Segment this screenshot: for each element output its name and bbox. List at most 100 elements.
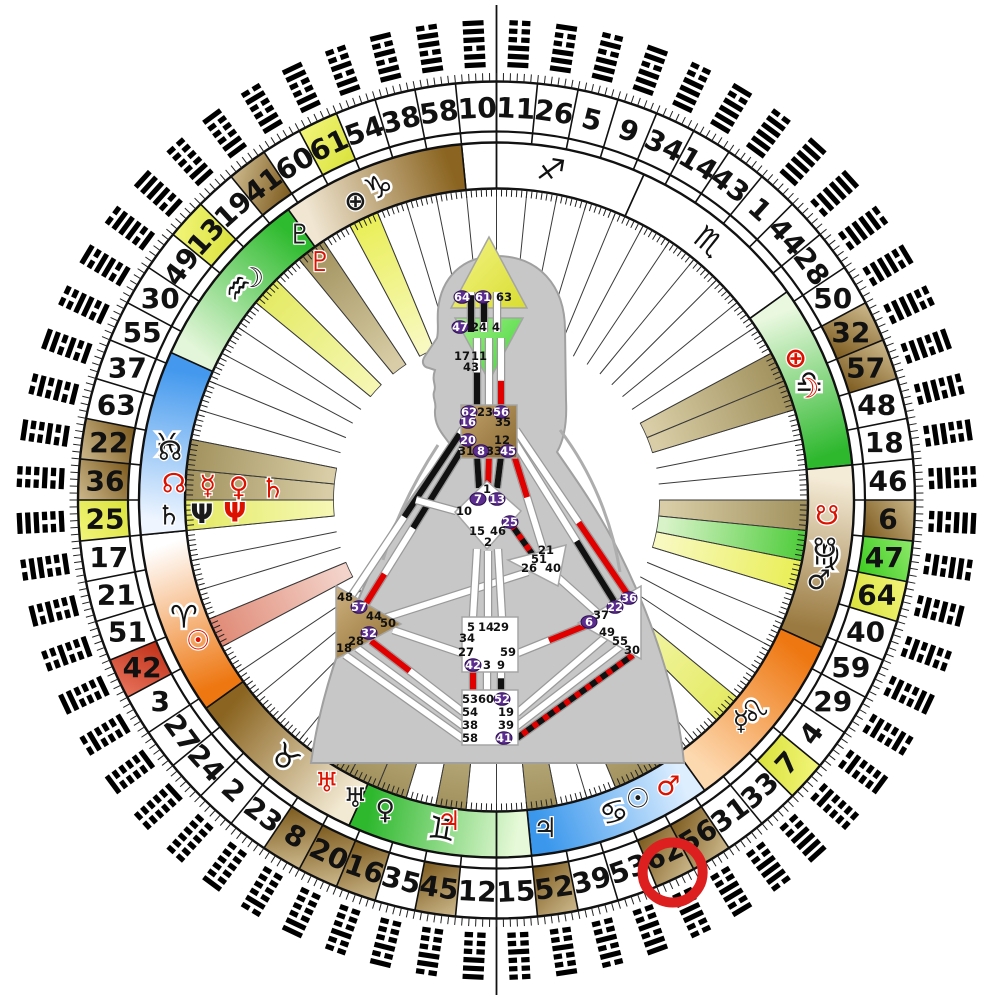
personality-jupiter-icon: ♃ (533, 813, 557, 844)
personality-venus-icon: ♀ (375, 795, 395, 826)
gate-badge-16 (459, 415, 477, 429)
gate-cell-8 (263, 806, 323, 870)
personality-moon-icon: ☽ (240, 263, 264, 294)
wedge-gate-42 (208, 561, 354, 648)
gate-number-5: 5 (578, 101, 605, 138)
personality-mercury-icon: ☿ (733, 706, 750, 737)
hexagram-gate-43 (745, 108, 791, 159)
gate-cell-20 (299, 824, 356, 887)
bodygraph-gate-48: 48 (337, 590, 353, 604)
gate-badge-56 (492, 405, 510, 419)
gate-number-46: 46 (869, 464, 908, 497)
hexagram-gate-16 (324, 903, 361, 956)
bodygraph-gate-41: 41 (496, 731, 512, 745)
gate-cell-64 (849, 571, 907, 622)
gate-badge-22 (606, 600, 624, 614)
highlight-circle-gate-62 (637, 837, 708, 908)
bodygraph-gate-15: 15 (469, 524, 485, 538)
zodiac-glyph-pisces: ♓ (153, 428, 181, 464)
wedge-spoke (646, 561, 785, 620)
hexagram-gate-5 (591, 31, 624, 83)
bodygraph-gate-51: 51 (531, 552, 547, 566)
bodygraph-gate-59: 59 (500, 645, 516, 659)
hexagram-gate-36 (16, 465, 65, 490)
bodygraph-gate-32: 32 (361, 626, 377, 640)
zodiac-glyph-aries: ♈ (170, 600, 198, 636)
wedge-spoke (208, 380, 347, 439)
gate-badge-52 (493, 692, 511, 706)
hexagram-gate-3 (79, 713, 131, 756)
personality-sun-icon: ☉ (626, 784, 650, 815)
gate-badge-45 (499, 444, 517, 458)
bodygraph-gate-56: 56 (493, 405, 509, 419)
bodygraph-gate-1: 1 (483, 482, 491, 496)
bodygraph-gate-39: 39 (498, 718, 514, 732)
gate-number-12: 12 (457, 874, 498, 909)
design-uranus-icon: ♅ (315, 768, 339, 799)
wedge-spoke (631, 590, 756, 674)
gate-number-25: 25 (85, 503, 124, 536)
wedge-spoke (586, 241, 670, 365)
bodygraph-gate-57: 57 (351, 600, 367, 614)
wedge-spoke (198, 409, 341, 454)
gate-badge-13 (488, 492, 506, 506)
zodiac-glyph-libra: ♎ (795, 364, 823, 400)
hexagram-gate-47 (923, 553, 973, 581)
hexagram-gate-14 (709, 82, 753, 135)
bodygraph-gate-16: 16 (460, 415, 476, 429)
gate-number-52: 52 (532, 869, 575, 907)
wedge-spoke (298, 259, 394, 375)
wedge-spoke (237, 326, 362, 410)
gate-cell-36 (78, 458, 130, 500)
personality-mars-icon: ♂ (806, 565, 830, 596)
personality-saturn-icon: ♄ (157, 501, 181, 532)
personality-earth-icon: ⊕ (344, 186, 367, 217)
personality-south-node-icon: ☋ (813, 533, 837, 564)
gate-cell-56 (670, 806, 730, 870)
wedge-spoke (622, 302, 738, 397)
hexagram-gate-58 (415, 23, 444, 74)
wedge-spoke (208, 561, 347, 620)
bodygraph-gate-12: 12 (494, 433, 510, 447)
design-moon-icon: ☽ (795, 373, 819, 404)
bodygraph-gate-50: 50 (380, 616, 396, 630)
hexagram-gate-42 (58, 675, 110, 715)
bodygraph-gate-47: 47 (452, 320, 468, 334)
bodygraph-gate-28: 28 (348, 634, 364, 648)
hexagram-gate-33 (779, 813, 827, 863)
bodygraph-gate-2: 2 (484, 535, 492, 549)
bodygraph-gate-60: 60 (478, 692, 494, 706)
hexagram-gate-49 (104, 205, 156, 251)
wedge-spoke (656, 531, 802, 562)
bodygraph-gate-52: 52 (494, 692, 510, 706)
bodygraph-gate-11: 11 (471, 349, 487, 363)
gate-number-47: 47 (865, 541, 904, 574)
gate-number-59: 59 (831, 651, 870, 684)
hexagram-gate-24 (133, 782, 183, 831)
bodygraph-gate-42: 42 (465, 658, 481, 672)
bodygraph-gate-24: 24 (471, 320, 487, 334)
design-earth-icon: ⊕ (784, 343, 807, 374)
hexagram-gate-2 (166, 813, 214, 863)
gate-cell-13 (172, 204, 236, 267)
bodygraph-gate-18: 18 (336, 641, 352, 655)
bodygraph-gate-53: 53 (462, 692, 478, 706)
wedge-spoke (558, 212, 616, 350)
bodygraph-gate-54: 54 (462, 705, 478, 719)
wedge-spoke (198, 546, 341, 591)
hexagram-gate-59 (883, 675, 935, 715)
gate-number-64: 64 (857, 579, 896, 612)
channels (342, 292, 636, 743)
wedge-spoke (640, 352, 772, 424)
design-mercury-icon: ☿ (200, 470, 217, 501)
gate-badge-47 (451, 320, 469, 334)
gate-number-48: 48 (857, 388, 896, 421)
bodygraph-gate-44: 44 (366, 609, 382, 623)
bodygraph-gate-55: 55 (612, 634, 628, 648)
wedge-spoke (186, 515, 335, 531)
bodygraph-gate-14: 14 (478, 620, 494, 634)
wedge-spoke (255, 302, 371, 397)
hexagram-gate-60 (240, 82, 284, 135)
hexagram-gate-31 (745, 841, 791, 892)
hexagram-gate-17 (20, 553, 70, 581)
